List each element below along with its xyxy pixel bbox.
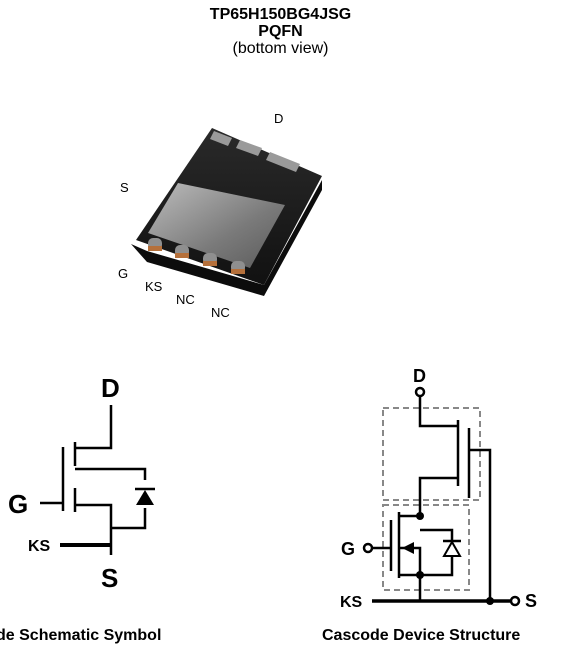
mosfet-arrow-icon: [402, 542, 414, 554]
part-number: TP65H150BG4JSG: [209, 6, 352, 23]
mosfet-dashed-box: [382, 504, 470, 591]
cascode-structure-caption: Cascode Device Structure: [322, 627, 521, 644]
cascode-label-ks: KS: [340, 594, 363, 611]
body-wire: [75, 467, 147, 480]
source-terminal: [509, 595, 521, 607]
body-diode-icon: [136, 490, 154, 505]
header: TP65H150BG4JSG PQFN (bottom view): [0, 6, 561, 57]
pqfn-package: D S G KS NC NC: [118, 111, 322, 320]
symbol-label-d: D: [101, 373, 120, 403]
view-label: (bottom view): [232, 40, 329, 57]
pin-ks-copper: [175, 253, 189, 258]
junction-dot-1: [416, 512, 424, 520]
mosfet-body: [399, 546, 422, 575]
schematic-symbol-caption: de Schematic Symbol: [0, 627, 162, 644]
pin-g-copper: [148, 246, 162, 251]
junction-dot-3: [486, 597, 494, 605]
junction-dot-2: [416, 571, 424, 579]
drain-terminal: [414, 386, 426, 398]
hemt-dashed-box: [382, 407, 481, 501]
diode-return: [111, 508, 147, 530]
package-name: PQFN: [258, 23, 303, 40]
diode-bottom-wire: [420, 557, 454, 577]
pkg-label-d: D: [274, 111, 283, 126]
cascode-label-s: S: [525, 591, 537, 611]
cascode-label-d: D: [413, 366, 426, 386]
drain-wire: [75, 405, 113, 450]
mosfet-source: [399, 573, 422, 601]
pin-nc-1-copper: [203, 261, 217, 266]
cascode-diode-icon: [442, 539, 462, 557]
hemt-source: [418, 476, 458, 516]
package-exposed-pad: [148, 183, 285, 268]
drain-pad-1: [210, 131, 232, 146]
drain-pad-3: [266, 152, 300, 172]
pkg-label-s: S: [120, 180, 129, 195]
symbol-label-g: G: [8, 489, 28, 519]
pkg-label-nc-2: NC: [211, 305, 230, 320]
drain-pad-2: [236, 140, 262, 156]
schematic-symbol: [40, 405, 147, 555]
pkg-label-ks: KS: [145, 279, 163, 294]
hemt-gate-wire: [469, 448, 492, 601]
cascode-structure: D G KS S: [340, 366, 537, 611]
gate-terminal: [362, 542, 374, 554]
pin-nc-2-copper: [231, 269, 245, 274]
package-side: [131, 180, 322, 296]
pkg-label-g: G: [118, 266, 128, 281]
drain-line: [418, 396, 458, 428]
cascode-label-g: G: [341, 539, 355, 559]
symbol-label-s: S: [101, 563, 118, 593]
symbol-label-ks: KS: [28, 538, 51, 555]
diode-top-wire: [420, 528, 454, 540]
source-wire: [75, 503, 113, 555]
pkg-label-nc-1: NC: [176, 292, 195, 307]
